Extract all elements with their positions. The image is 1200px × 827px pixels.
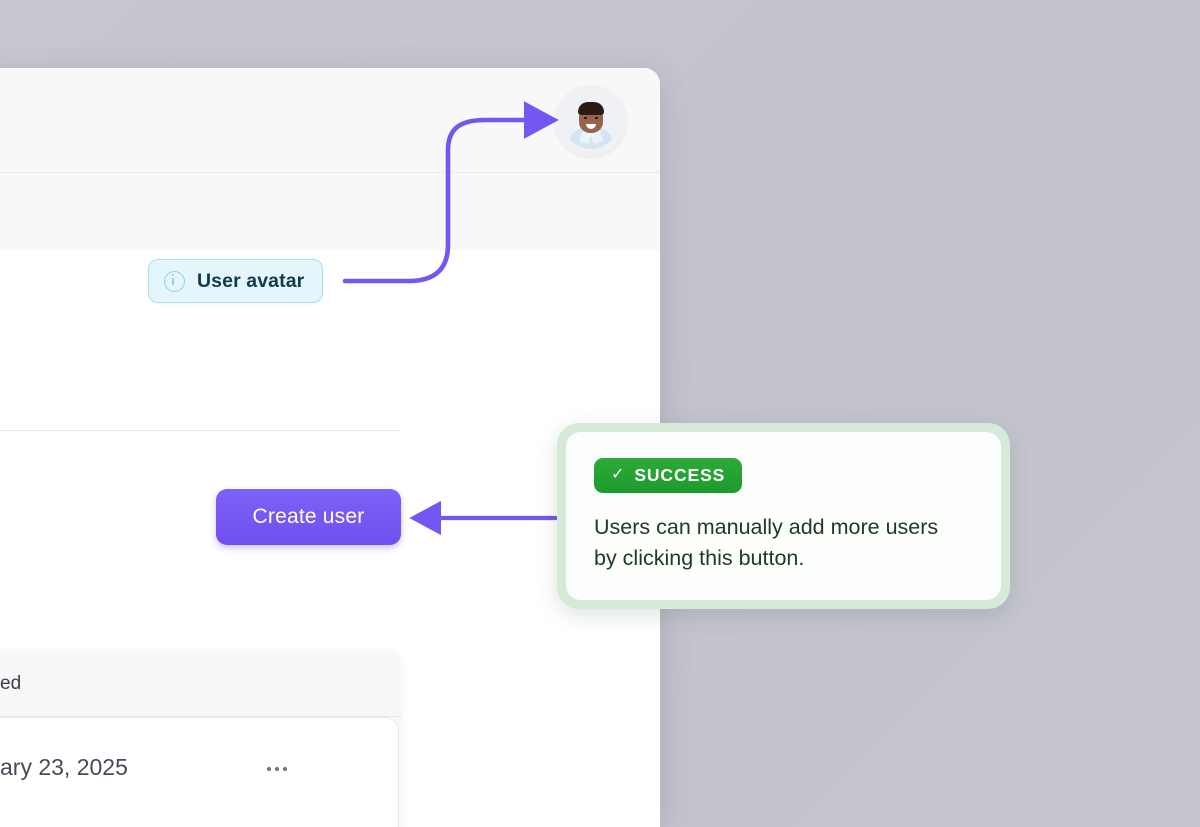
status-badge-label: SUCCESS: [634, 465, 726, 485]
content-divider: [0, 430, 400, 431]
annotation-chip-user-avatar[interactable]: User avatar: [148, 259, 324, 303]
ellipsis-icon[interactable]: [262, 758, 292, 780]
avatar[interactable]: [556, 86, 626, 156]
table-column-header: ed: [0, 673, 22, 694]
check-icon: ✓: [611, 465, 626, 483]
create-user-button[interactable]: Create user: [216, 489, 401, 545]
table-header-row: ed: [0, 651, 401, 717]
annotation-chip-label: User avatar: [197, 269, 305, 292]
info-circle-icon: [164, 270, 185, 292]
window-sub-bar: [0, 173, 660, 251]
table-row[interactable]: ary 23, 2025: [0, 717, 399, 827]
success-tooltip-body: ✓ SUCCESS Users can manually add more us…: [566, 432, 1001, 600]
table-cell-date: ary 23, 2025: [0, 754, 128, 780]
avatar-photo-icon: [563, 93, 619, 149]
success-tooltip: ✓ SUCCESS Users can manually add more us…: [557, 423, 1010, 609]
success-tooltip-text: Users can manually add more users by cli…: [594, 515, 939, 570]
status-badge: ✓ SUCCESS: [594, 458, 743, 493]
users-table-card: ed ary 23, 2025: [0, 651, 401, 827]
